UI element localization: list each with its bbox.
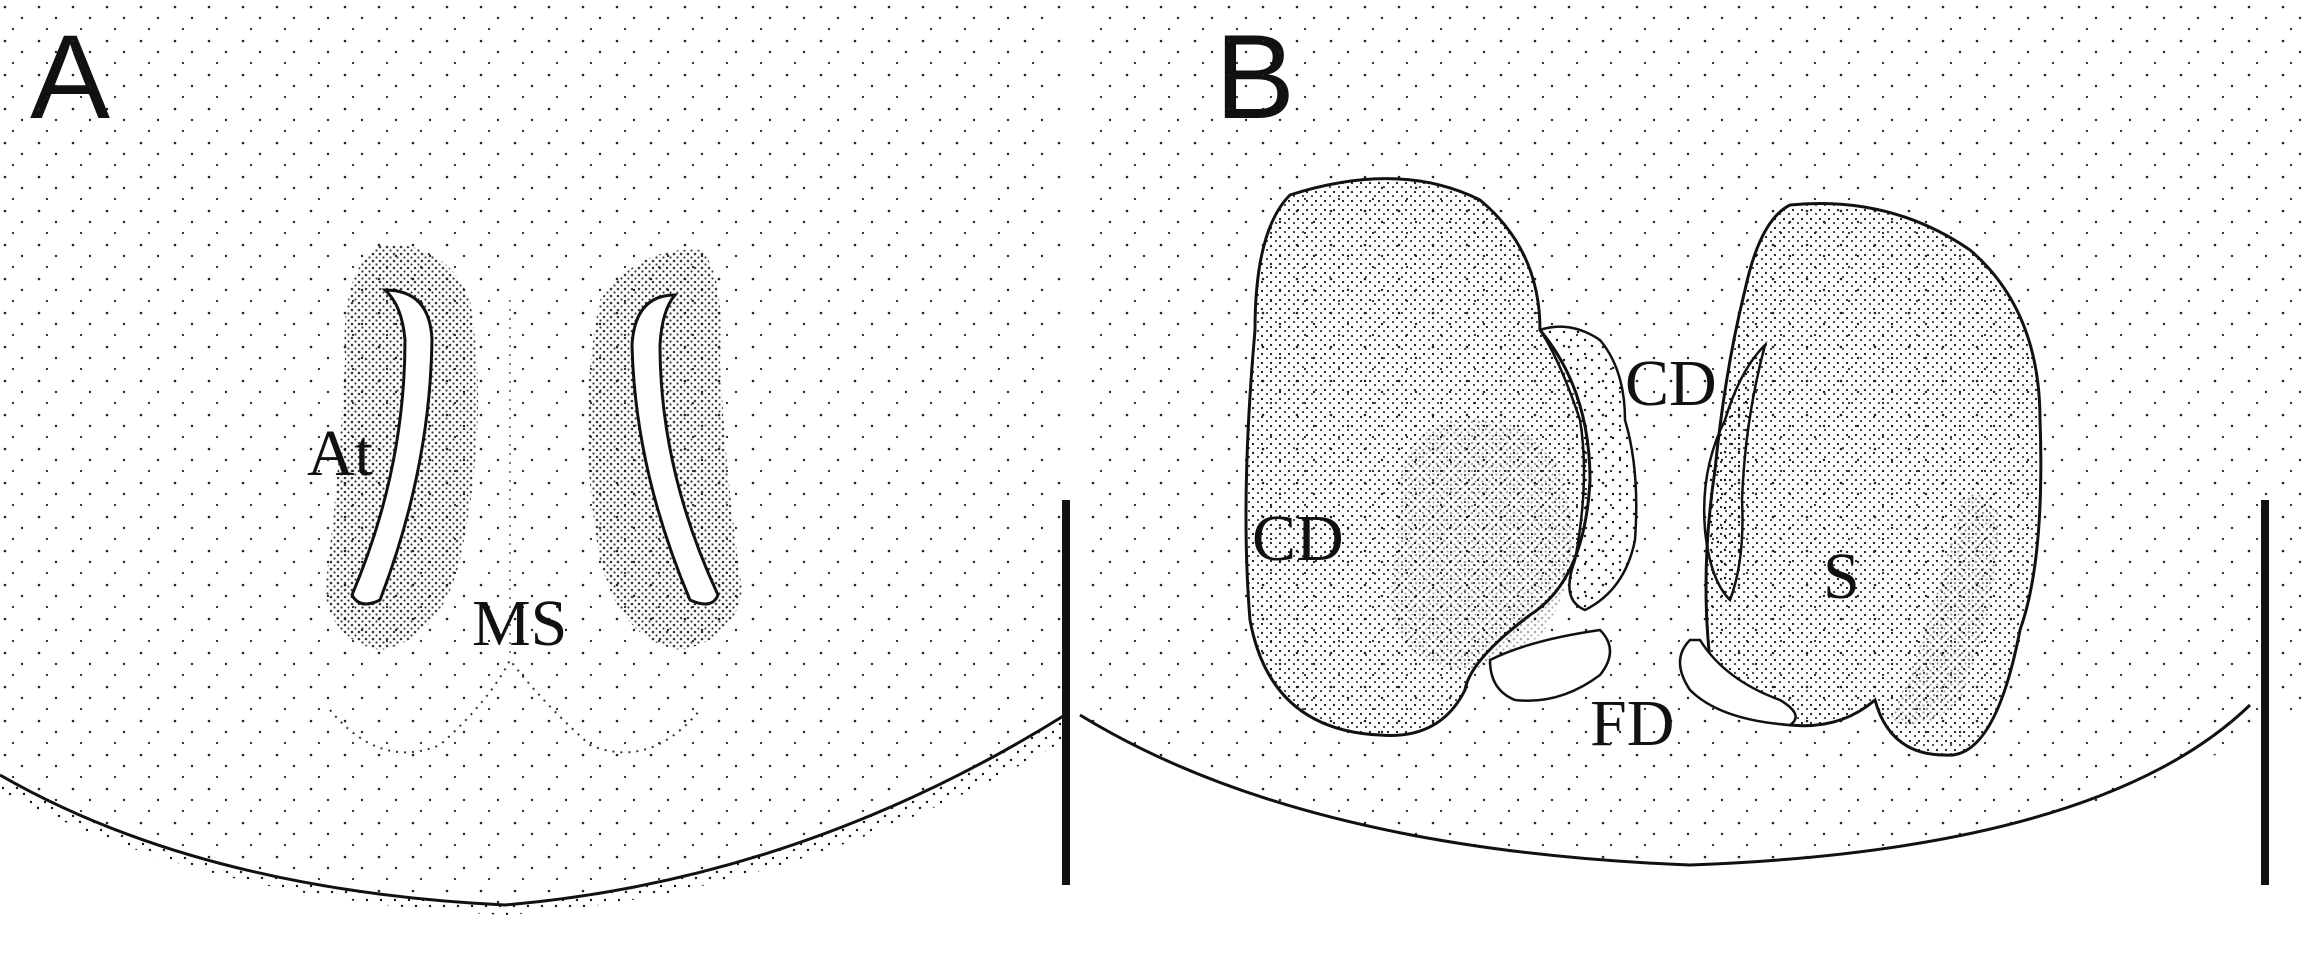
panel-b: B CD CD S FD	[1079, 0, 2307, 885]
left-fertilization-duct	[1488, 628, 1612, 702]
label-atrium: At	[307, 417, 373, 490]
label-spermatheca: S	[1823, 540, 1860, 613]
right-spermatheca-inner	[1890, 493, 2000, 725]
scale-bar-a	[1062, 500, 1070, 885]
right-copulatory-duct	[1702, 340, 1768, 603]
left-atrium-slit	[350, 288, 434, 606]
right-spermatheca	[1704, 201, 2043, 757]
left-spermatheca-inner	[1390, 418, 1572, 670]
label-fertilization-duct: FD	[1590, 687, 1674, 760]
panel-a: A At MS	[0, 0, 1070, 915]
right-fertilization-duct	[1678, 638, 1797, 727]
right-atrium-slit	[630, 293, 720, 606]
label-copulatory-duct-upper: CD	[1625, 347, 1717, 420]
median-septum-outline	[329, 658, 701, 754]
epigynum-posterior-margin	[0, 713, 1066, 907]
label-median-septum: MS	[472, 587, 567, 660]
label-copulatory-duct-left: CD	[1252, 502, 1344, 575]
left-copulatory-duct	[1538, 325, 1638, 612]
scale-bar-b	[2261, 500, 2269, 885]
epigynum-plate	[0, 0, 1065, 905]
vulva-posterior-margin	[1079, 703, 2252, 867]
